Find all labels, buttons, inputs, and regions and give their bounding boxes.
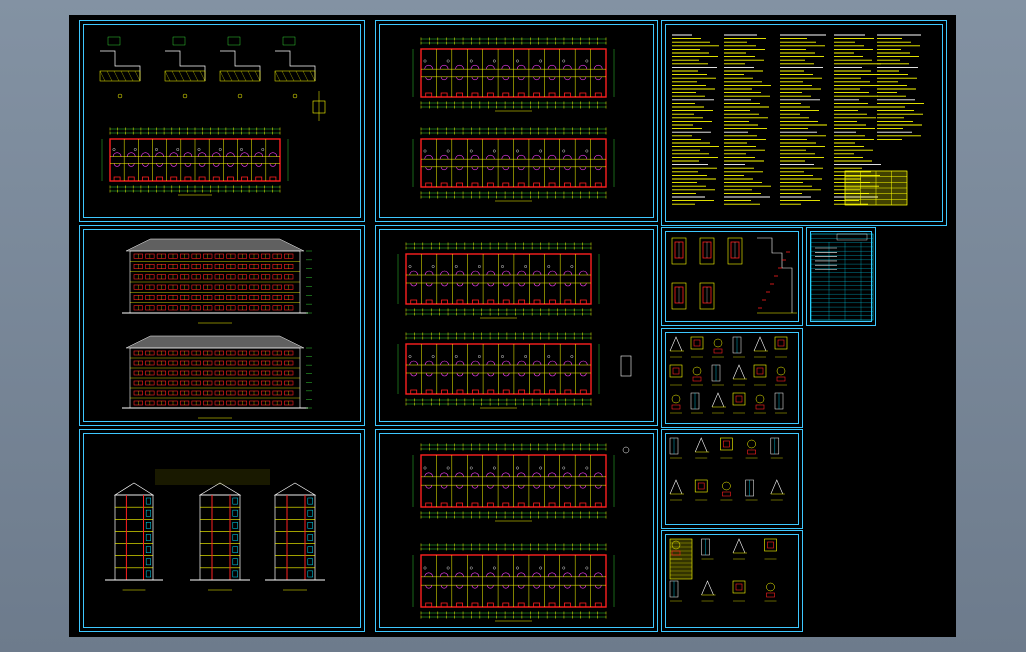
elevation-drawings [122, 238, 312, 419]
frame-plans-3 [375, 429, 658, 632]
frame-plans-1 [375, 20, 658, 222]
window-details [669, 538, 777, 602]
detail-and-plan-drawing [99, 36, 326, 196]
eave-details [669, 437, 785, 501]
frame-detail-2 [661, 328, 803, 428]
floor-plans-middle [397, 242, 632, 409]
floor-plans-upper [412, 37, 615, 202]
frame-notes [661, 20, 947, 226]
drawing-sheet [69, 15, 956, 637]
frame-detail-3 [661, 429, 803, 529]
frame-elevations [79, 225, 365, 426]
frame-plans-2 [375, 225, 658, 426]
frame-detail-4 [661, 530, 803, 632]
design-notes-drawing [672, 34, 924, 206]
frame-detail-1 [661, 227, 803, 326]
stair-details [671, 237, 797, 314]
frame-sections [79, 429, 365, 632]
floor-plans-lower [412, 443, 630, 622]
section-drawings [105, 469, 325, 591]
schedule-table [810, 233, 874, 321]
frame-details-plan [79, 20, 365, 222]
frame-table [806, 227, 876, 326]
node-details [669, 336, 788, 414]
